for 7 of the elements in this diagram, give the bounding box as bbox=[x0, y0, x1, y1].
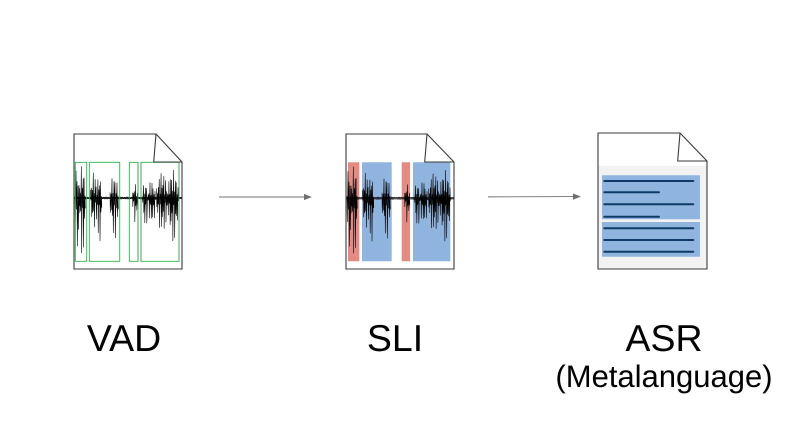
document-icon bbox=[597, 132, 708, 270]
node-label: (Metalanguage) bbox=[557, 364, 771, 394]
node-label: ASR bbox=[626, 324, 701, 352]
node-label: SLI bbox=[368, 324, 420, 352]
document-icon bbox=[345, 133, 455, 270]
document-icon bbox=[73, 133, 183, 270]
node-label: VAD bbox=[87, 325, 160, 351]
